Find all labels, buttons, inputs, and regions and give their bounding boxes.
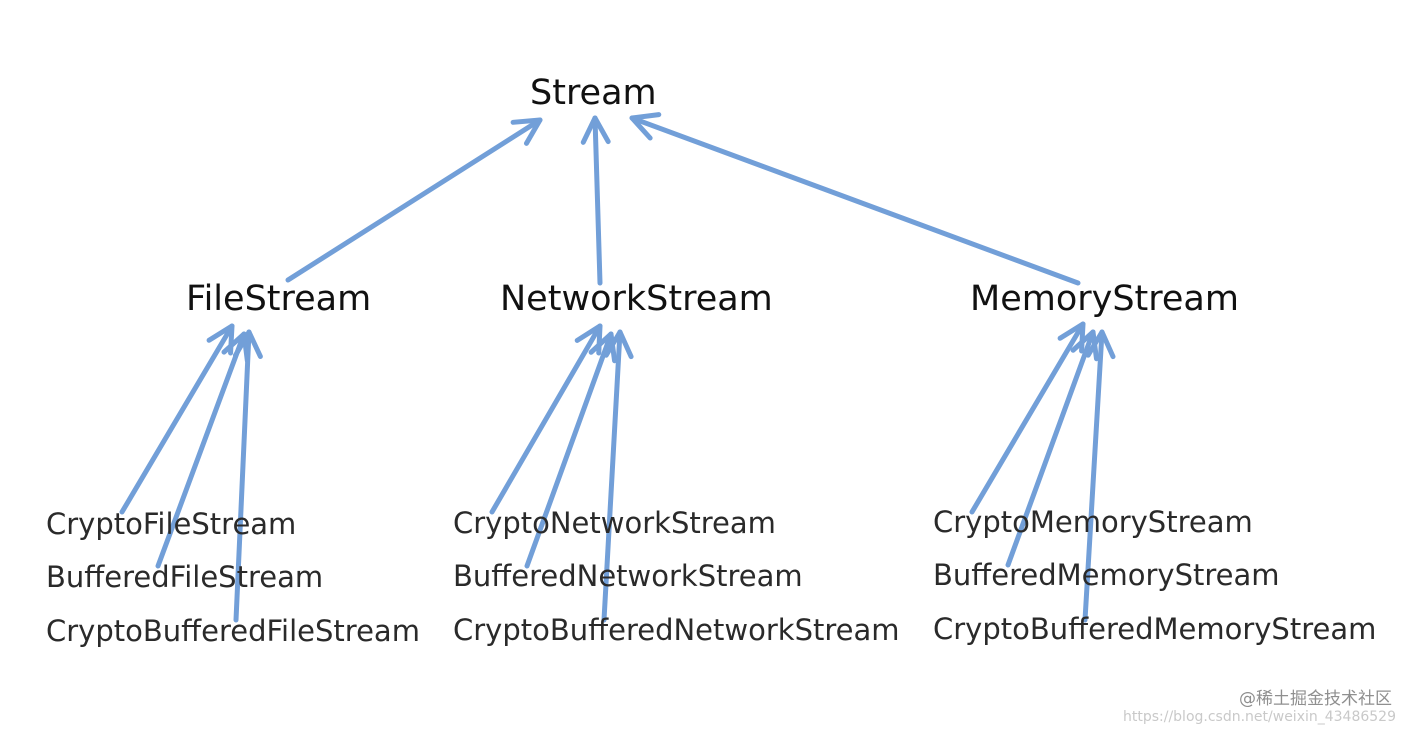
watermark-url: https://blog.csdn.net/weixin_43486529	[1122, 709, 1396, 725]
arrow-shaft	[592, 115, 603, 286]
node-stream: Stream	[530, 73, 657, 113]
arrow-shaft	[155, 331, 247, 569]
arrow-bufferednetworkstream-to-networkstream	[524, 331, 618, 569]
arrow-shaft	[233, 329, 252, 623]
node-filestream: FileStream	[186, 279, 372, 319]
arrow-shaft	[119, 323, 235, 515]
arrow-shaft	[601, 329, 623, 623]
node-cryptobufferednetworkstream: CryptoBufferedNetworkStream	[453, 613, 900, 647]
node-memorystream: MemoryStream	[970, 279, 1239, 319]
node-cryptobufferedfilestream: CryptoBufferedFileStream	[46, 614, 420, 648]
node-cryptonetworkstream: CryptoNetworkStream	[453, 506, 776, 540]
watermark-site-name: @稀土掘金技术社区	[1239, 689, 1392, 709]
arrow-shaft	[969, 321, 1086, 515]
arrow-cryptonetworkstream-to-networkstream	[489, 323, 603, 515]
arrow-head	[629, 112, 662, 141]
node-cryptobufferedmemorystream: CryptoBufferedMemoryStream	[933, 612, 1377, 646]
node-cryptofilestream: CryptoFileStream	[46, 507, 297, 541]
arrow-cryptobufferedmemorystream-to-memorystream	[1082, 329, 1116, 623]
node-cryptomemorystream: CryptoMemoryStream	[933, 505, 1253, 539]
arrow-head	[603, 329, 634, 360]
arrow-filestream-to-stream	[285, 117, 543, 283]
arrow-shaft	[1005, 329, 1096, 568]
arrow-head	[510, 117, 543, 146]
arrow-cryptofilestream-to-filestream	[119, 323, 235, 515]
arrow-cryptobufferedfilestream-to-filestream	[232, 329, 263, 623]
node-bufferedmemorystream: BufferedMemoryStream	[933, 558, 1280, 592]
arrow-shaft	[489, 323, 603, 515]
node-bufferednetworkstream: BufferedNetworkStream	[453, 559, 803, 593]
arrow-shaft	[285, 117, 543, 283]
arrow-head	[1085, 329, 1116, 360]
arrow-shaft	[629, 115, 1081, 286]
arrow-shaft	[1082, 329, 1105, 623]
node-networkstream: NetworkStream	[500, 279, 773, 319]
arrow-head	[1070, 329, 1100, 362]
arrow-memorystream-to-stream	[629, 112, 1081, 286]
arrow-head	[580, 115, 611, 145]
arrow-head	[232, 329, 263, 359]
arrow-cryptomemorystream-to-memorystream	[969, 321, 1086, 515]
arrow-networkstream-to-stream	[580, 115, 611, 286]
arrow-shaft	[524, 331, 614, 569]
arrow-cryptobufferednetworkstream-to-networkstream	[601, 329, 634, 623]
arrow-bufferedmemorystream-to-memorystream	[1005, 329, 1100, 568]
node-bufferedfilestream: BufferedFileStream	[46, 560, 324, 594]
arrow-head	[588, 331, 618, 364]
